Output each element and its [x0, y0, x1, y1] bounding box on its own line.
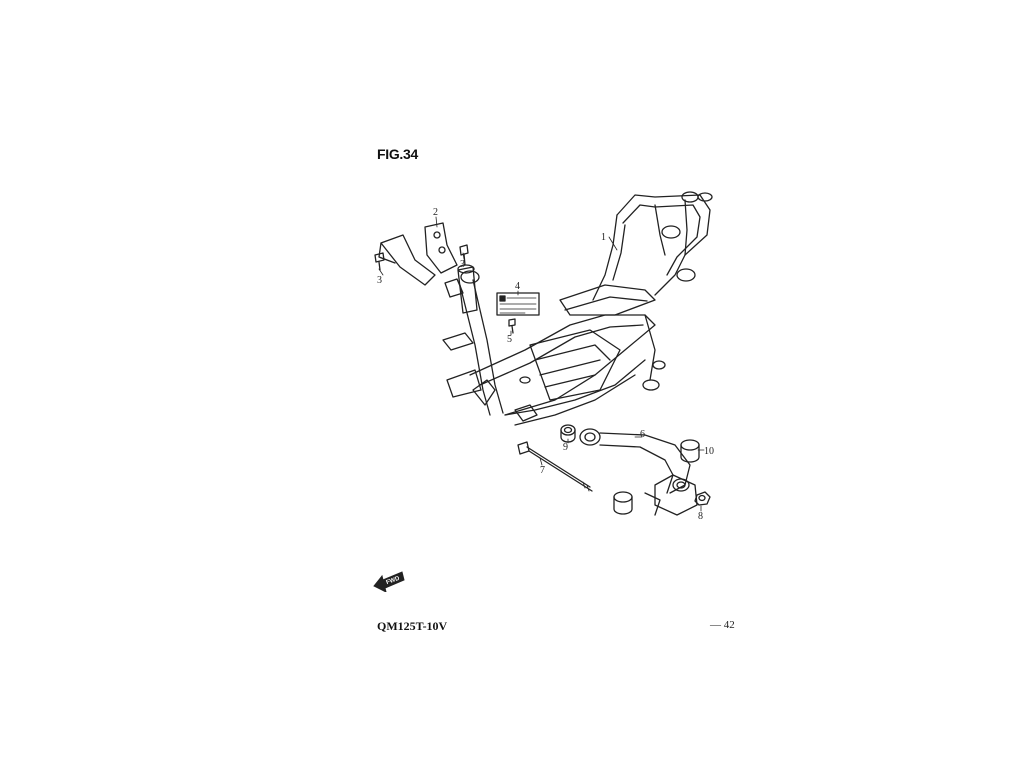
- callout-1: 1: [601, 232, 606, 243]
- bolt-part-3: [374, 244, 469, 271]
- callout-4: 4: [515, 281, 520, 292]
- model-number: QM125T-10V: [377, 619, 448, 633]
- main-frame-part: [459, 191, 713, 426]
- frame-exploded-diagram: 1 2 3 3 4 5 6 7 8 9 10: [374, 191, 714, 522]
- rubber-stopper-part-10: [613, 439, 700, 515]
- engine-hanger-part-6: [579, 428, 698, 516]
- callout-2: 2: [433, 207, 438, 218]
- long-bolt-part-7: [517, 441, 593, 492]
- nut-part-8: [694, 491, 711, 506]
- bracket-part-2: [378, 222, 458, 286]
- callout-5: 5: [507, 334, 512, 345]
- callout-3-upper: 3: [460, 259, 465, 270]
- screw-part-5: [508, 318, 516, 334]
- callout-8: 8: [698, 511, 703, 522]
- leader-lines: [378, 216, 705, 512]
- callout-3-lower: 3: [377, 275, 382, 286]
- callout-9: 9: [563, 442, 568, 453]
- callout-6: 6: [640, 429, 645, 440]
- figure-title: FIG.34: [377, 146, 418, 162]
- page-number: — 42: [710, 619, 735, 631]
- callout-10: 10: [704, 446, 714, 457]
- callout-7: 7: [540, 465, 545, 476]
- fwd-label: FWD: [386, 576, 402, 587]
- steering-head-mount: [442, 264, 482, 398]
- label-plate-part-4: [496, 292, 540, 316]
- fwd-arrow-icon: FWD: [373, 571, 405, 592]
